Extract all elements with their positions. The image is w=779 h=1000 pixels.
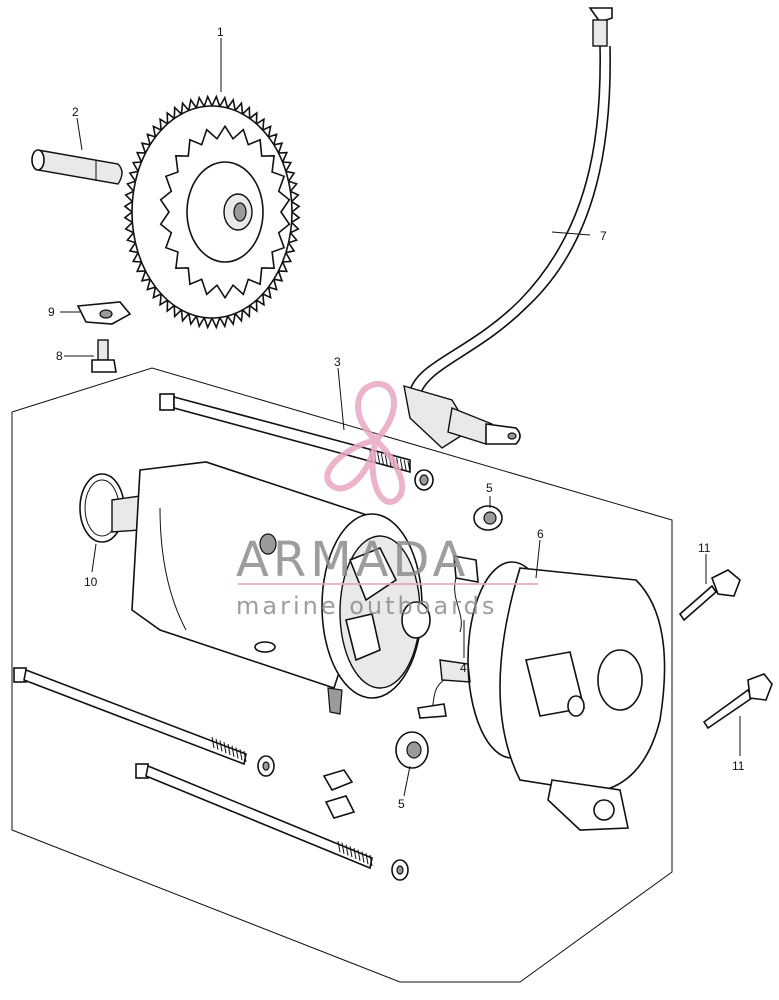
callout-11-upper: 11	[698, 541, 711, 555]
part-through-bolt-lower-2	[135, 763, 373, 870]
propeller-logo	[324, 381, 406, 505]
part-end-cover	[467, 561, 666, 831]
part-bearing-upper	[473, 505, 503, 531]
callout-7: 7	[600, 229, 607, 243]
thread-line	[243, 750, 247, 763]
thread-line	[219, 740, 223, 752]
part-mounting-bolt-upper	[678, 569, 741, 622]
watermark-subtitle: marine outboards	[236, 592, 497, 620]
thread-line	[357, 849, 361, 861]
watermark: ARMADA marine outboards	[236, 381, 538, 620]
watermark-title: ARMADA	[236, 532, 469, 588]
part-reduction-gear	[123, 94, 301, 330]
callout-9: 9	[48, 305, 55, 319]
thread-line	[215, 738, 219, 750]
thread-line	[353, 847, 357, 860]
thread-line	[239, 749, 243, 761]
thread-line	[341, 842, 345, 854]
part-starter-motor	[111, 461, 431, 715]
thread-line	[345, 844, 349, 856]
part-mounting-bolt-lower	[702, 673, 773, 730]
leader-lines	[60, 38, 741, 797]
callout-1: 1	[217, 25, 224, 39]
callout-labels: 1 2 3 4 5 5 6 7 8 9 10 11 11	[48, 25, 745, 811]
thread-line	[231, 745, 235, 757]
thread-line	[365, 853, 369, 865]
thread-line	[349, 846, 353, 858]
part-bolt	[91, 339, 117, 373]
thread-line	[407, 460, 411, 473]
thread-line	[223, 742, 227, 754]
part-washers	[257, 755, 409, 881]
callout-5-upper: 5	[486, 481, 493, 495]
part-shaft	[31, 149, 123, 185]
thread-line	[380, 453, 384, 465]
thread-line	[361, 851, 365, 863]
thread-line	[337, 840, 341, 853]
callout-10: 10	[84, 575, 98, 589]
callout-8: 8	[56, 349, 63, 363]
thread-line	[369, 854, 373, 867]
bolt-thread	[337, 840, 373, 867]
part-through-bolt-lower-1	[13, 667, 247, 766]
callout-11-lower: 11	[732, 759, 745, 773]
callout-3: 3	[334, 355, 341, 369]
part-lock-washer	[76, 301, 132, 325]
callout-4: 4	[460, 661, 467, 675]
thread-line	[235, 747, 239, 759]
assembly-frame	[11, 367, 673, 983]
bolt-thread	[211, 736, 247, 763]
thread-line	[227, 743, 231, 756]
part-nuts	[322, 769, 356, 819]
thread-line	[384, 454, 388, 466]
callout-5-lower: 5	[398, 797, 405, 811]
part-bearing-lower	[395, 731, 429, 769]
thread-line	[377, 452, 381, 464]
thread-line	[403, 459, 407, 471]
part-starter-cable	[403, 7, 613, 449]
callout-6: 6	[537, 527, 544, 541]
part-brushes	[417, 555, 479, 719]
thread-line	[211, 736, 215, 749]
thread-line	[399, 458, 403, 470]
callout-2: 2	[72, 105, 79, 119]
